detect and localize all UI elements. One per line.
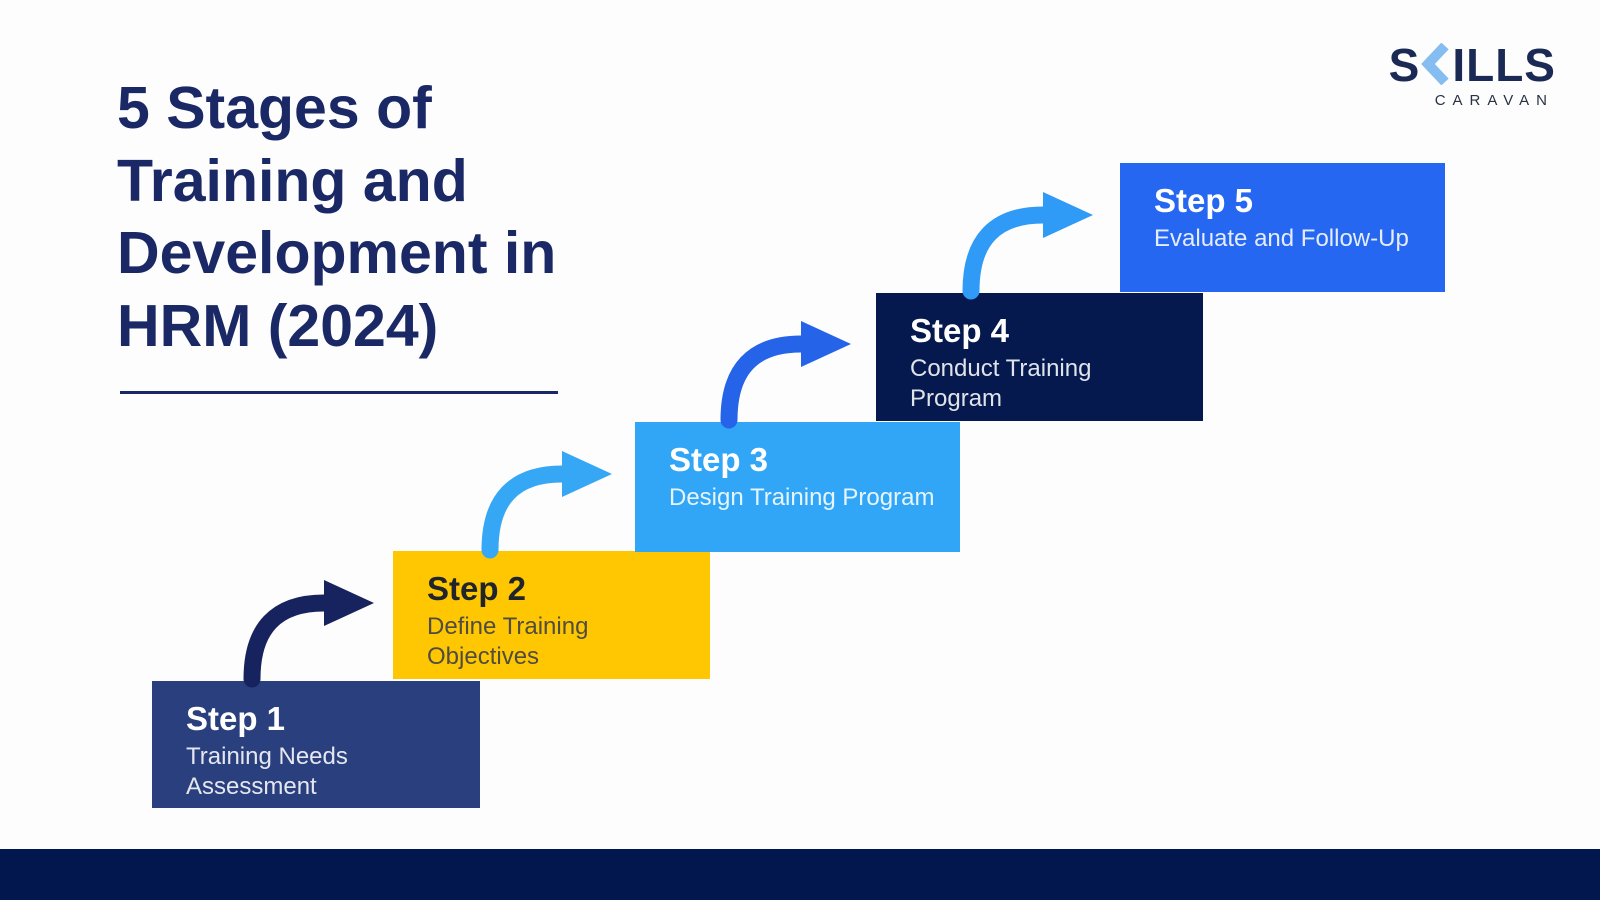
page-title: 5 Stages of Training and Development in … bbox=[117, 72, 556, 362]
skills-caravan-logo: S ILLS CARAVAN bbox=[1389, 42, 1556, 109]
step-description: Evaluate and Follow-Up bbox=[1154, 225, 1409, 253]
curved-arrow-step2-to-step3-icon bbox=[481, 451, 612, 559]
title-line: HRM (2024) bbox=[117, 292, 439, 359]
step-description: Training Needs Assessment bbox=[186, 743, 348, 801]
step-label: Step 3 bbox=[669, 441, 769, 478]
curved-arrow-step4-to-step5-icon bbox=[962, 192, 1093, 300]
step-4-box: Step 4 Conduct Training Program bbox=[876, 293, 1203, 421]
footer-bar bbox=[0, 849, 1600, 900]
title-line: Development in bbox=[117, 220, 557, 287]
logo-wordmark-start: S bbox=[1388, 39, 1421, 91]
step-label: Step 1 bbox=[186, 700, 286, 737]
title-line: Training and bbox=[117, 147, 468, 214]
title-underline bbox=[120, 391, 558, 394]
step-5-box: Step 5 Evaluate and Follow-Up bbox=[1120, 163, 1445, 292]
step-description: Design Training Program bbox=[669, 484, 935, 512]
logo-k-chevron-icon bbox=[1421, 43, 1449, 85]
step-label: Step 4 bbox=[910, 312, 1010, 349]
step-1-box: Step 1 Training Needs Assessment bbox=[152, 681, 480, 808]
logo-wordmark-end: ILLS bbox=[1452, 39, 1556, 91]
step-3-box: Step 3 Design Training Program bbox=[635, 422, 960, 552]
curved-arrow-step3-to-step4-icon bbox=[720, 321, 851, 429]
step-label: Step 5 bbox=[1154, 182, 1254, 219]
step-2-box: Step 2 Define Training Objectives bbox=[393, 551, 710, 679]
step-description: Define Training Objectives bbox=[427, 613, 589, 671]
logo-wordmark: S ILLS bbox=[1389, 42, 1556, 88]
step-description: Conduct Training Program bbox=[910, 355, 1092, 413]
title-line: 5 Stages of bbox=[117, 75, 432, 141]
step-label: Step 2 bbox=[427, 570, 527, 607]
curved-arrow-step1-to-step2-icon bbox=[243, 580, 374, 688]
logo-caravan-text: CARAVAN bbox=[1434, 92, 1554, 109]
